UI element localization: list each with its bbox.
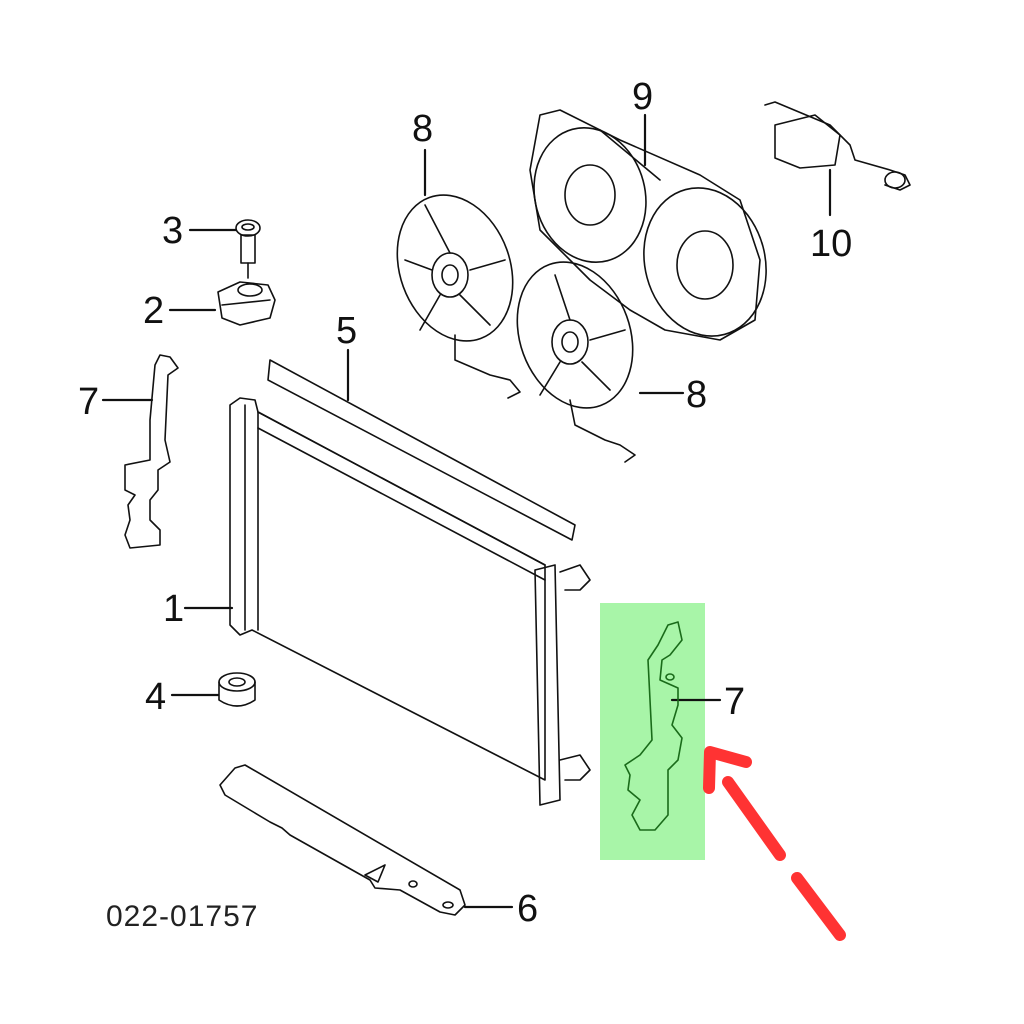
pointer-arrow: [703, 746, 846, 941]
part-10-control-module: [764, 101, 911, 191]
callout-8-left: 8: [412, 108, 434, 150]
callout-5: 5: [336, 310, 358, 352]
leader-lines: [101, 113, 832, 909]
part-7-right-deflector: [624, 621, 683, 831]
part-3-pin: [235, 219, 261, 279]
callout-4: 4: [145, 676, 167, 718]
callout-6: 6: [517, 888, 539, 930]
diagram-reference-code: 022-01757: [106, 900, 259, 933]
part-8-fan-right: [516, 261, 636, 463]
callout-3: 3: [162, 210, 184, 252]
callout-9: 9: [632, 76, 654, 118]
part-5-seal-strip: [267, 359, 576, 541]
callout-2: 2: [143, 290, 165, 332]
callout-7-right: 7: [724, 681, 746, 723]
callout-1: 1: [163, 588, 185, 630]
callout-8-right: 8: [686, 374, 708, 416]
callout-10: 10: [810, 223, 853, 265]
callout-7-left: 7: [78, 381, 100, 423]
part-4-insulator: [218, 672, 256, 707]
part-6-lower-deflector: [219, 764, 466, 916]
part-1-radiator: [229, 397, 591, 806]
part-9-fan-shroud: [529, 109, 767, 341]
part-7-left-deflector: [124, 354, 179, 549]
highlight-box-part-7: [600, 603, 705, 860]
part-8-fan-left: [396, 194, 521, 399]
part-2-bracket: [217, 281, 276, 326]
